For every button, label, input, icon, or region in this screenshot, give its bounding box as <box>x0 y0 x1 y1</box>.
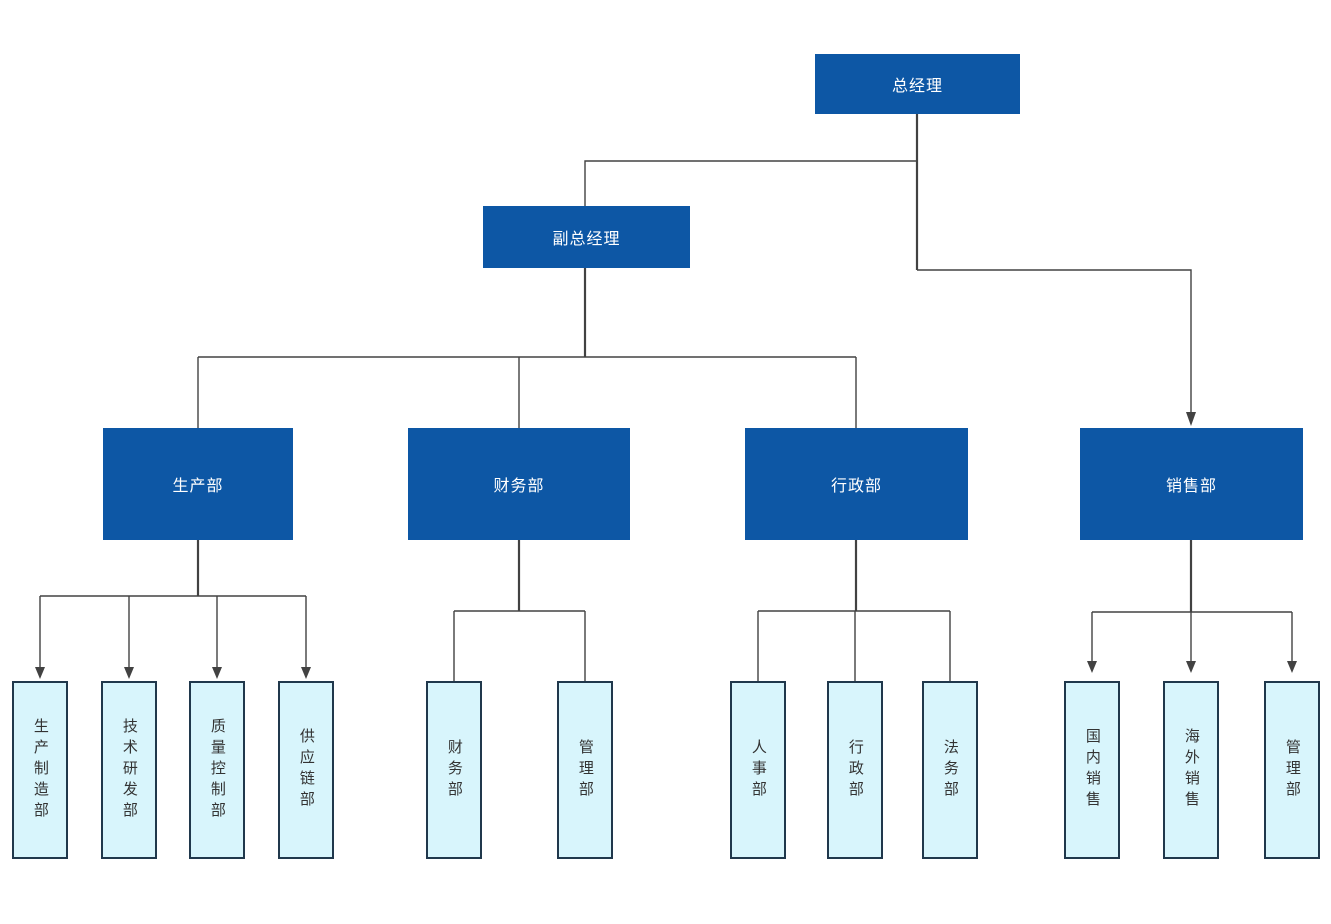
node-finance-dept[interactable]: 财务部 <box>408 428 630 540</box>
connector-sales-children <box>1087 540 1297 673</box>
connector-general-to-sales <box>917 269 1196 426</box>
leaf-quality-control[interactable]: 质量控制部 <box>189 681 245 859</box>
node-admin-dept[interactable]: 行政部 <box>745 428 968 540</box>
connector-general-to-deputy <box>584 160 917 206</box>
leaf-tech-rnd[interactable]: 技术研发部 <box>101 681 157 859</box>
node-sales-dept[interactable]: 销售部 <box>1080 428 1303 540</box>
node-label: 财务部 <box>493 478 545 495</box>
leaf-domestic-sales[interactable]: 国内销售 <box>1064 681 1120 859</box>
connector-deputy-to-departments <box>197 268 857 428</box>
leaf-label: 管理部 <box>576 738 594 802</box>
leaf-label: 财务部 <box>445 738 463 802</box>
node-label: 销售部 <box>1165 478 1217 495</box>
node-deputy-general-manager[interactable]: 副总经理 <box>483 206 690 268</box>
connector-finance-children <box>453 540 586 681</box>
leaf-management-finance[interactable]: 管理部 <box>557 681 613 859</box>
leaf-production-manufacturing[interactable]: 生产制造部 <box>12 681 68 859</box>
leaf-hr[interactable]: 人事部 <box>730 681 786 859</box>
leaf-label: 国内销售 <box>1083 728 1101 812</box>
node-production-dept[interactable]: 生产部 <box>103 428 293 540</box>
leaf-label: 供应链部 <box>297 728 315 812</box>
connector-production-children <box>35 540 311 679</box>
connector-admin-children <box>757 540 951 681</box>
node-label: 副总经理 <box>552 231 621 248</box>
leaf-label: 行政部 <box>846 738 864 802</box>
leaf-label: 技术研发部 <box>120 717 138 823</box>
node-label: 生产部 <box>172 478 224 495</box>
node-general-manager[interactable]: 总经理 <box>815 54 1020 114</box>
leaf-label: 生产制造部 <box>31 717 49 823</box>
leaf-label: 法务部 <box>941 738 959 802</box>
leaf-finance[interactable]: 财务部 <box>426 681 482 859</box>
node-label: 总经理 <box>891 78 943 95</box>
leaf-label: 海外销售 <box>1182 728 1200 812</box>
leaf-admin[interactable]: 行政部 <box>827 681 883 859</box>
leaf-label: 质量控制部 <box>208 717 226 823</box>
leaf-label: 管理部 <box>1283 738 1301 802</box>
node-label: 行政部 <box>830 478 882 495</box>
leaf-legal[interactable]: 法务部 <box>922 681 978 859</box>
leaf-supply-chain[interactable]: 供应链部 <box>278 681 334 859</box>
arrowhead-sales-dept <box>1186 412 1196 426</box>
leaf-label: 人事部 <box>749 738 767 802</box>
leaf-management-sales[interactable]: 管理部 <box>1264 681 1320 859</box>
leaf-overseas-sales[interactable]: 海外销售 <box>1163 681 1219 859</box>
